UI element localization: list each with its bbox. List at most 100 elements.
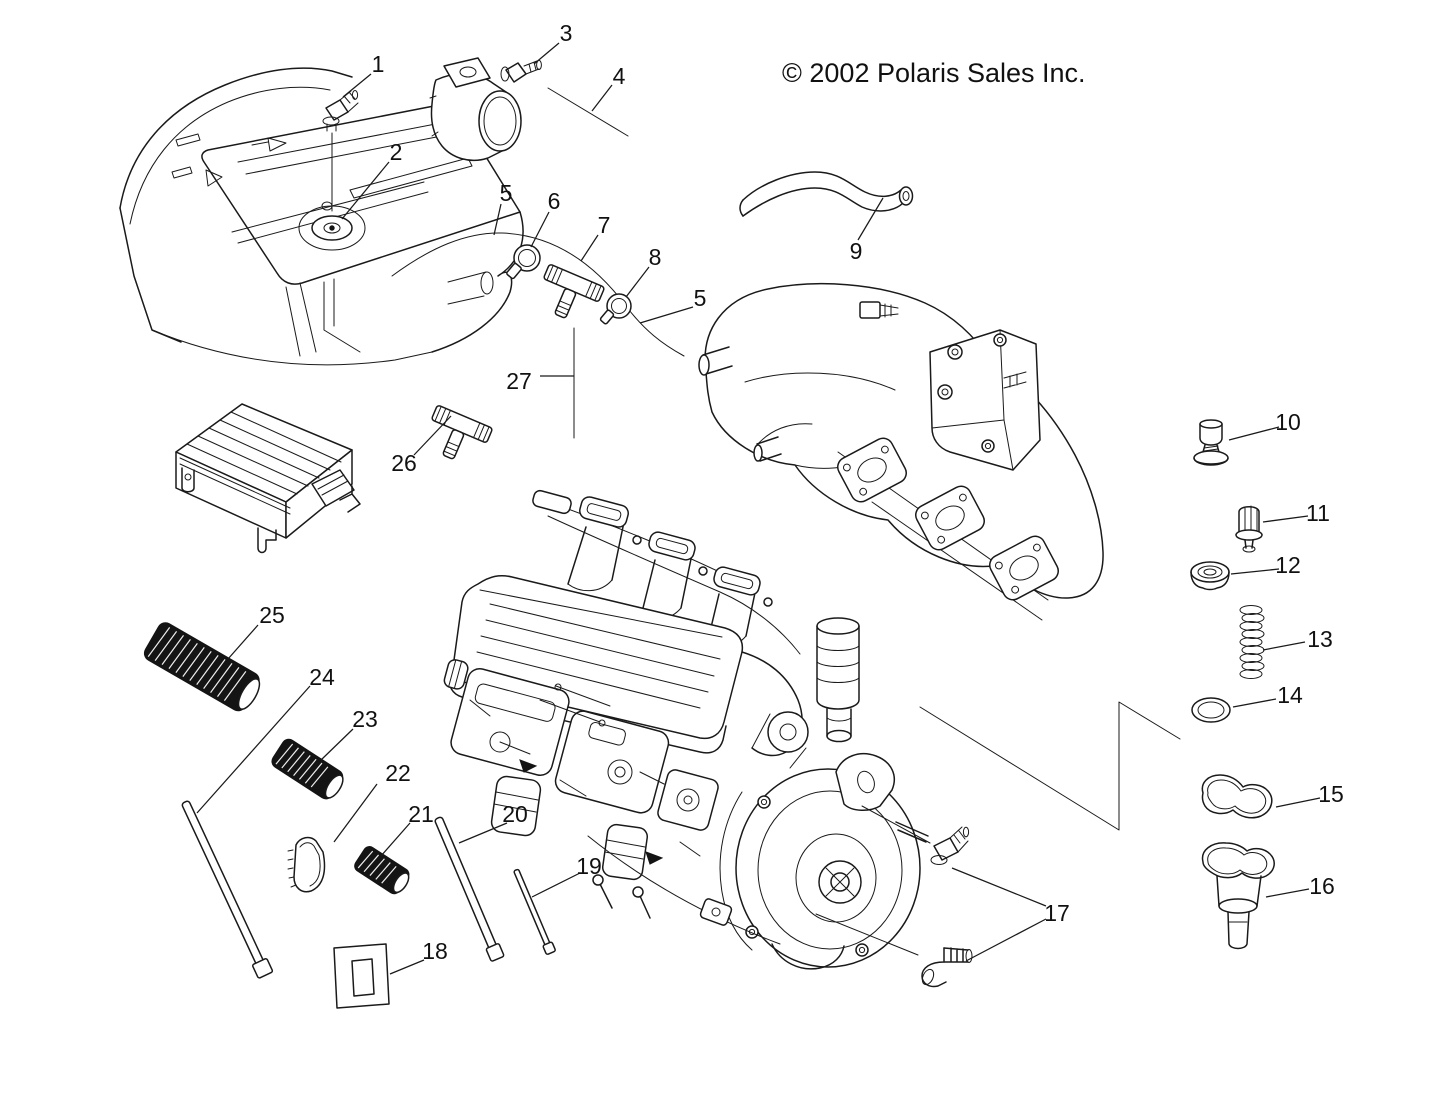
carburetors: [443, 659, 781, 945]
hose-9: [739, 171, 914, 217]
callout-number: 18: [422, 938, 448, 964]
callout-4: 4: [591, 63, 626, 112]
leader-line: [1232, 698, 1277, 708]
callout-10: 10: [1228, 409, 1301, 441]
elbow-fitting-3: [500, 59, 542, 83]
ecu-connector: [311, 469, 355, 507]
callout-number: 16: [1309, 873, 1335, 899]
pto-cylinder: [816, 617, 860, 743]
mount-lug: [835, 752, 896, 811]
callout-15: 15: [1275, 781, 1344, 808]
callout-number: 17: [1044, 900, 1070, 926]
callout-number: 1: [372, 51, 385, 77]
callout-number: 6: [548, 188, 561, 214]
callout-number: 14: [1277, 682, 1303, 708]
leader-line: [1265, 888, 1310, 898]
leader-line: [341, 161, 390, 220]
float-bowl: [490, 775, 542, 837]
leader-line: [380, 822, 411, 857]
group-bracket-line: [919, 701, 1181, 831]
hose-clamp-6: [506, 244, 541, 280]
arrow-mark-icon: [251, 137, 287, 152]
tee-fitting-7: [543, 264, 605, 319]
elbow-fitting-17-upper: [930, 826, 970, 865]
callout-8: 8: [625, 244, 662, 298]
callout-number: 4: [613, 63, 626, 89]
poppet-valve-11: [1235, 505, 1263, 553]
callout-number: 10: [1275, 409, 1301, 435]
callout-1: 1: [342, 51, 385, 98]
seal-cup-12: [1190, 561, 1230, 591]
callout-2: 2: [341, 139, 402, 220]
callout-number: 22: [385, 760, 411, 786]
hose-line-5: [391, 232, 685, 357]
callout-19: 19: [531, 853, 602, 898]
callout-26: 26: [391, 415, 452, 476]
leader-line: [227, 624, 259, 660]
arrow-mark-icon: [205, 169, 223, 187]
callout-number: 7: [598, 212, 611, 238]
leader-line: [196, 685, 311, 814]
coil-spring-13: [1239, 605, 1265, 679]
vent-slot: [175, 133, 201, 147]
callout-number: 5: [500, 180, 513, 206]
callout-16: 16: [1265, 873, 1335, 899]
callout-24: 24: [196, 664, 335, 814]
leader-line: [533, 42, 560, 65]
leader-line: [951, 867, 1047, 907]
mount-tab: [257, 527, 277, 554]
callout-number: 9: [850, 238, 863, 264]
leader-line: [1262, 641, 1306, 651]
callout-number: 5: [694, 285, 707, 311]
engine-assembly: [443, 489, 931, 970]
callout-23: 23: [320, 706, 378, 761]
valve-plug-10: [1193, 419, 1229, 466]
callout-number: 27: [506, 368, 532, 394]
hose-clamp-8: [599, 293, 632, 325]
callout-number: 19: [576, 853, 602, 879]
mount-tab: [181, 467, 195, 493]
callout-14: 14: [1232, 682, 1303, 708]
thermostat-housing-boss: [929, 329, 1041, 471]
leader-line: [1262, 515, 1309, 523]
leader-line: [625, 266, 650, 298]
plate-18: [333, 943, 390, 1009]
leader-line: [857, 197, 884, 241]
leader-line: [580, 234, 599, 262]
fuel-pump: [657, 769, 719, 831]
callout-7: 7: [580, 212, 611, 262]
washer-14: [1191, 697, 1231, 723]
callout-number: 24: [309, 664, 335, 690]
callout-number: 12: [1275, 552, 1301, 578]
callout-13: 13: [1262, 626, 1333, 652]
callout-5: 5: [493, 180, 513, 236]
flywheel-housing: [719, 752, 929, 970]
callout-number: 26: [391, 450, 417, 476]
copyright-notice: © 2002 Polaris Sales Inc.: [782, 58, 1086, 88]
leader-line: [493, 203, 502, 236]
tee-fitting-26: [431, 405, 493, 460]
callout-17: 17: [951, 867, 1070, 962]
callout-11: 11: [1262, 500, 1330, 526]
elbow-fitting-1: [322, 90, 359, 212]
drain-tube-24: [181, 800, 274, 979]
vent-slot: [171, 166, 193, 179]
callout-number: 11: [1306, 500, 1330, 526]
callout-6: 6: [530, 188, 561, 248]
callout-number: 20: [502, 801, 528, 827]
grommet-2: [311, 201, 353, 241]
thermostat-16: [1201, 842, 1275, 950]
leader-line: [342, 73, 372, 98]
leader-line: [1275, 797, 1321, 808]
leader-line: [389, 959, 425, 975]
leader-line: [1228, 426, 1280, 441]
callout-18: 18: [389, 938, 448, 975]
callout-number: 8: [649, 244, 662, 270]
callout-number: 21: [408, 801, 434, 827]
mount-tab: [339, 485, 361, 513]
clip-bracket-22: [287, 836, 326, 893]
callout-number: 15: [1318, 781, 1344, 807]
callout-25: 25: [227, 602, 285, 660]
